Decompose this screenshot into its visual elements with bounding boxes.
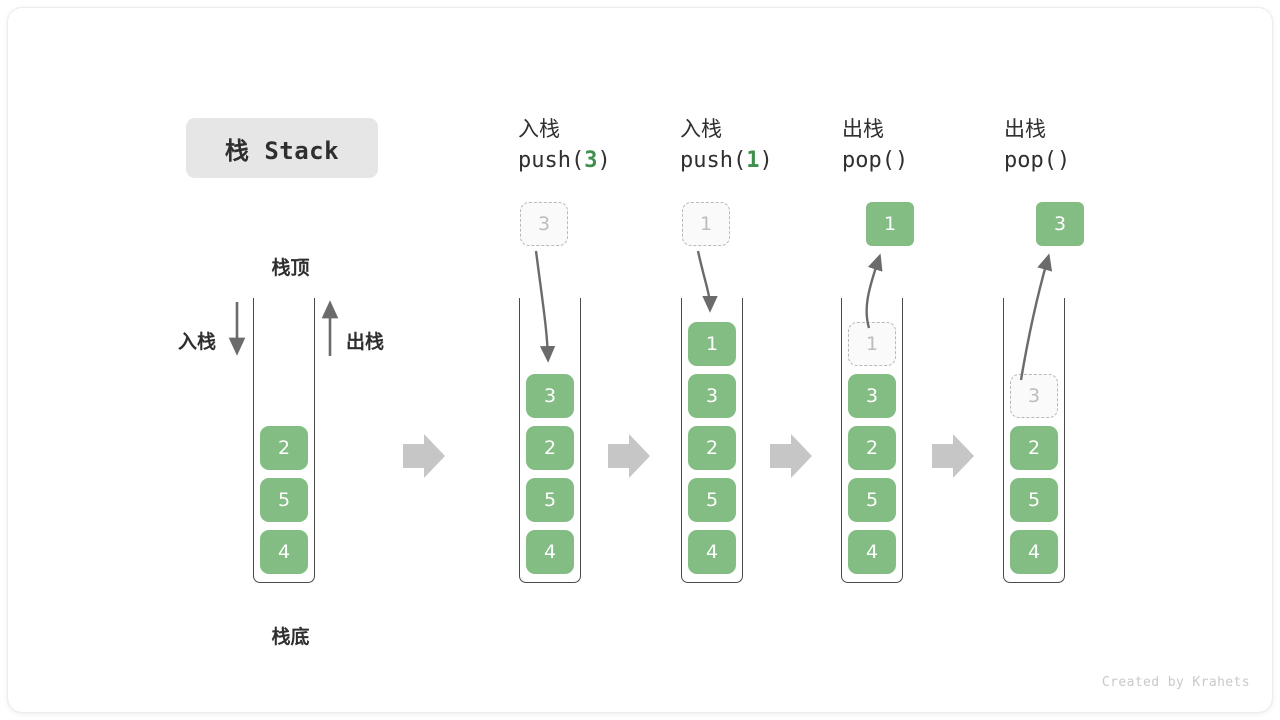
step-header-push-1: 入栈 push(1) (680, 114, 850, 178)
popped-cell-1: 1 (866, 202, 914, 246)
stack-cell: 1 (688, 322, 736, 366)
step-arrow-1 (608, 434, 650, 478)
base-stack-cell: 5 (260, 478, 308, 522)
push-direction-label: 入栈 (178, 331, 217, 353)
pop-direction-label: 出栈 (346, 331, 385, 353)
stack-cell: 3 (848, 374, 896, 418)
step-header-pop-3: 出栈 pop() (1004, 114, 1174, 178)
step-arrow-2 (770, 434, 812, 478)
step-arrow-0 (403, 434, 445, 478)
code-suffix: ) (597, 148, 611, 173)
stack-cell: 4 (1010, 530, 1058, 574)
code-prefix: pop( (1004, 148, 1057, 173)
stack-cell: 5 (688, 478, 736, 522)
stack-cell: 2 (688, 426, 736, 470)
step-op-label: 出栈 (1004, 117, 1046, 141)
code-argument: 1 (746, 148, 760, 173)
stack-cell: 5 (848, 478, 896, 522)
code-suffix: ) (894, 148, 909, 173)
base-stack-cell: 2 (260, 426, 308, 470)
code-argument: 3 (584, 148, 598, 173)
diagram-canvas: 栈 Stack 栈顶 栈底 入栈 出栈 2 5 4 入栈 push(3) 入栈 … (8, 8, 1272, 712)
stack-container-push-3 (519, 298, 581, 583)
step-op-label: 入栈 (518, 117, 560, 141)
code-suffix: ) (1056, 148, 1071, 173)
popped-cell-3: 3 (1036, 202, 1084, 246)
stack-container-pop-3 (1003, 298, 1065, 583)
floating-cell-push-1: 1 (682, 202, 730, 246)
stack-cell: 4 (526, 530, 574, 574)
code-prefix: push( (680, 148, 747, 173)
credit-text: Created by Krahets (1101, 675, 1250, 690)
stack-title-chip: 栈 Stack (186, 118, 378, 178)
stack-container-push-1 (681, 298, 743, 583)
step-op-label: 出栈 (842, 117, 884, 141)
step-code-label: pop() (842, 144, 1012, 178)
stack-container-pop-1 (841, 298, 903, 583)
step-header-pop-1: 出栈 pop() (842, 114, 1012, 178)
stack-cell: 3 (526, 374, 574, 418)
step-header-push-3: 入栈 push(3) (518, 114, 688, 178)
stack-cell: 4 (688, 530, 736, 574)
stack-cell-removed: 1 (848, 322, 896, 366)
step-arrow-3 (932, 434, 974, 478)
stack-cell: 3 (688, 374, 736, 418)
stack-cell: 2 (526, 426, 574, 470)
step-code-label: push(3) (518, 144, 688, 178)
code-prefix: pop( (842, 148, 895, 173)
stack-cell: 2 (1010, 426, 1058, 470)
step-code-label: push(1) (680, 144, 850, 178)
base-stack-container (253, 298, 315, 583)
stack-cell: 2 (848, 426, 896, 470)
stack-cell: 4 (848, 530, 896, 574)
step-op-label: 入栈 (680, 117, 722, 141)
stack-cell-removed: 3 (1010, 374, 1058, 418)
stack-cell: 5 (526, 478, 574, 522)
base-stack-cell: 4 (260, 530, 308, 574)
code-suffix: ) (759, 148, 773, 173)
code-prefix: push( (518, 148, 585, 173)
stack-cell: 5 (1010, 478, 1058, 522)
stack-title-label: 栈 Stack (224, 136, 340, 165)
floating-cell-push-3: 3 (520, 202, 568, 246)
stack-top-label: 栈顶 (271, 257, 310, 279)
step-code-label: pop() (1004, 144, 1174, 178)
stack-bottom-label: 栈底 (271, 626, 310, 648)
